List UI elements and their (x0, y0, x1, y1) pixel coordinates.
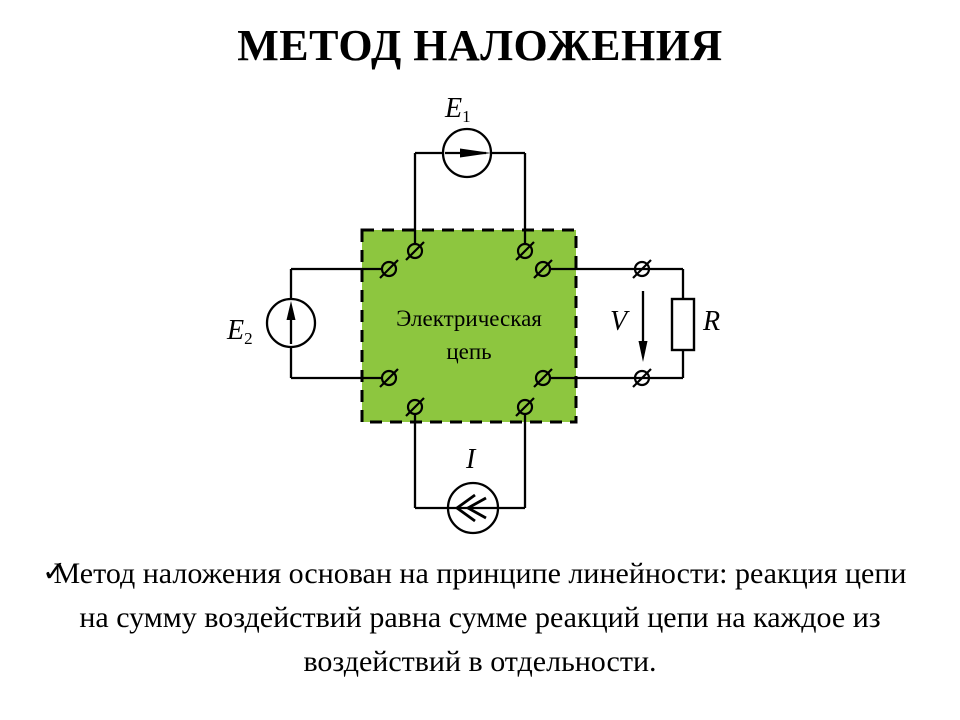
label-e1-base: E (445, 93, 463, 124)
label-e2: E2 (227, 315, 253, 349)
label-e2-sub: 2 (244, 329, 253, 348)
note-line-2: на сумму воздействий равна сумме реакций… (79, 601, 881, 634)
circuit-box-label-line2: цепь (446, 339, 492, 364)
load-branch (550, 267, 696, 380)
voltage-source-e1 (413, 127, 527, 244)
label-e2-base: E (227, 315, 245, 346)
circuit-box-label: Электрическая цепь (362, 302, 576, 368)
label-current: I (466, 444, 476, 475)
double-chevron-left-icon (465, 496, 487, 520)
label-voltage: V (610, 306, 628, 337)
circuit-box-label-line1: Электрическая (396, 306, 542, 331)
checkmark-icon: ✓ (42, 554, 67, 588)
label-e1: E1 (445, 93, 471, 127)
page-title: МЕТОД НАЛОЖЕНИЯ (237, 21, 723, 70)
note-line-3: воздействий в отдельности. (303, 645, 657, 678)
voltage-source-e2 (265, 267, 382, 380)
arrow-right-icon (460, 148, 491, 158)
note-line-1: Метод наложения основан на принципе лине… (53, 557, 907, 590)
terminal-icon (631, 367, 653, 389)
arrow-down-icon (638, 341, 648, 362)
terminal-icon (631, 258, 653, 280)
label-e1-sub: 1 (462, 107, 471, 126)
arrow-up-icon (286, 301, 296, 320)
note-text: Метод наложения основан на принципе лине… (30, 552, 930, 684)
current-source-i (413, 414, 527, 535)
double-chevron-left-icon (454, 493, 476, 523)
label-resistor: R (703, 306, 721, 337)
resistor (670, 297, 696, 352)
